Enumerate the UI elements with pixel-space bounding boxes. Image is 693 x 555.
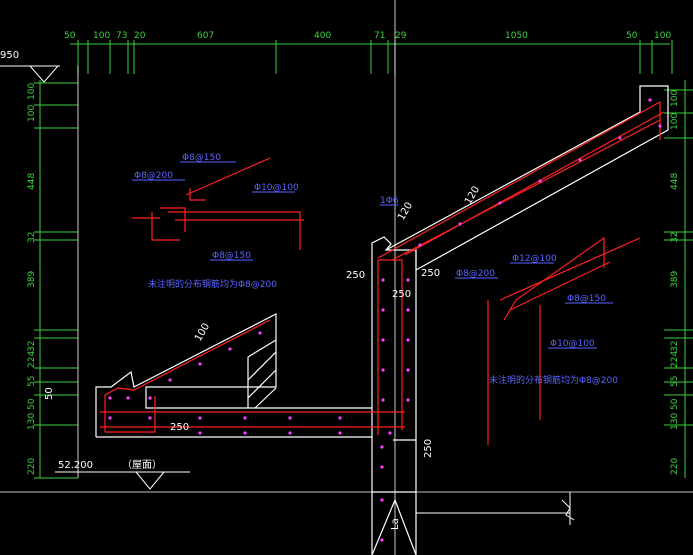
dim-top-2: 100	[93, 31, 110, 41]
rebars	[100, 100, 665, 445]
dim-left-10: 130	[27, 413, 37, 430]
dimension-text-left: 100 100 448 32 389 32 224 55 50 130 220	[27, 83, 37, 475]
dim-left-8: 55	[27, 376, 37, 387]
dim-right-9: 50	[670, 398, 680, 410]
dim-left-1: 100	[27, 83, 37, 100]
note-right: 未注明的分布钢筋均为Φ8@200	[489, 374, 618, 386]
dimension-lines	[34, 40, 693, 479]
rebar-label-2: Φ8@200	[134, 171, 173, 181]
thickness-1: 120	[463, 184, 482, 206]
thickness-2: 120	[396, 200, 415, 222]
dimension-text-right: 100 100 448 32 389 32 224 55 50 130 220	[670, 90, 680, 475]
dim-right-7: 224	[670, 351, 680, 368]
dim-top-4: 20	[134, 31, 146, 41]
dim-right-11: 220	[670, 458, 680, 475]
thickness-3: 100	[193, 321, 212, 343]
rebar-label-4: Φ8@150	[212, 251, 251, 261]
dim-top-5: 607	[197, 31, 214, 41]
dim-top-8: 29	[395, 31, 407, 41]
dim-left-7: 224	[27, 351, 37, 368]
dim-top-6: 400	[314, 31, 331, 41]
thickness-4: 250	[346, 270, 365, 281]
dim-top-3: 73	[116, 31, 127, 41]
leader-lines	[132, 161, 613, 349]
note-left: 未注明的分布钢筋均为Φ8@200	[148, 278, 277, 290]
dim-left-4: 32	[27, 232, 37, 243]
rebar-label-9: 1Φ6	[380, 196, 399, 206]
thickness-9: 50	[44, 387, 55, 400]
dim-right-5: 389	[670, 271, 680, 288]
dim-top-9: 1050	[505, 31, 528, 41]
dim-right-8: 55	[670, 376, 680, 387]
rebar-label-3: Φ10@100	[254, 183, 299, 193]
dim-top-11: 100	[654, 31, 671, 41]
thickness-5: 250	[421, 268, 440, 279]
dim-left-11: 220	[27, 458, 37, 475]
thickness-7: 250	[170, 422, 189, 433]
dim-right-4: 32	[670, 232, 680, 243]
dim-right-3: 448	[670, 173, 680, 190]
dim-right-6: 32	[670, 341, 680, 352]
dim-top-10: 50	[626, 31, 638, 41]
break-symbol	[416, 492, 575, 525]
dim-top-1: 50	[64, 31, 76, 41]
rebar-label-8: Φ10@100	[550, 339, 595, 349]
notes: 未注明的分布钢筋均为Φ8@200 未注明的分布钢筋均为Φ8@200	[148, 278, 618, 386]
thickness-6: 250	[392, 289, 411, 300]
elevation-marker: 52.200 （屋面）	[55, 459, 190, 490]
rebar-labels: Φ8@150 Φ8@200 Φ10@100 Φ8@150 Φ8@200 Φ12@…	[134, 153, 606, 349]
rebar-label-5: Φ8@200	[456, 269, 495, 279]
dim-right-10: 130	[670, 413, 680, 430]
top-left-label: 950	[0, 50, 19, 61]
elevation-value: 52.200	[58, 460, 93, 471]
dimension-text-top: 50 100 73 20 607 400 71 29 1050 50 100 9…	[0, 31, 671, 61]
thickness-8: 250	[423, 439, 434, 458]
dim-right-2: 100	[670, 113, 680, 130]
dim-left-3: 448	[27, 173, 37, 190]
rebar-label-7: Φ8@150	[567, 294, 606, 304]
rebar-dots	[108, 98, 662, 542]
rebar-label-1: Φ8@150	[182, 153, 221, 163]
dim-left-5: 389	[27, 271, 37, 288]
dim-right-1: 100	[670, 90, 680, 107]
thickness-10: La	[390, 518, 401, 530]
dim-left-2: 100	[27, 105, 37, 122]
level-marker	[0, 65, 60, 83]
dim-left-9: 50	[27, 398, 37, 410]
dim-left-6: 32	[27, 341, 37, 352]
dim-top-7: 71	[374, 31, 385, 41]
elevation-label: （屋面）	[122, 459, 162, 471]
rebar-label-6: Φ12@100	[512, 254, 557, 264]
